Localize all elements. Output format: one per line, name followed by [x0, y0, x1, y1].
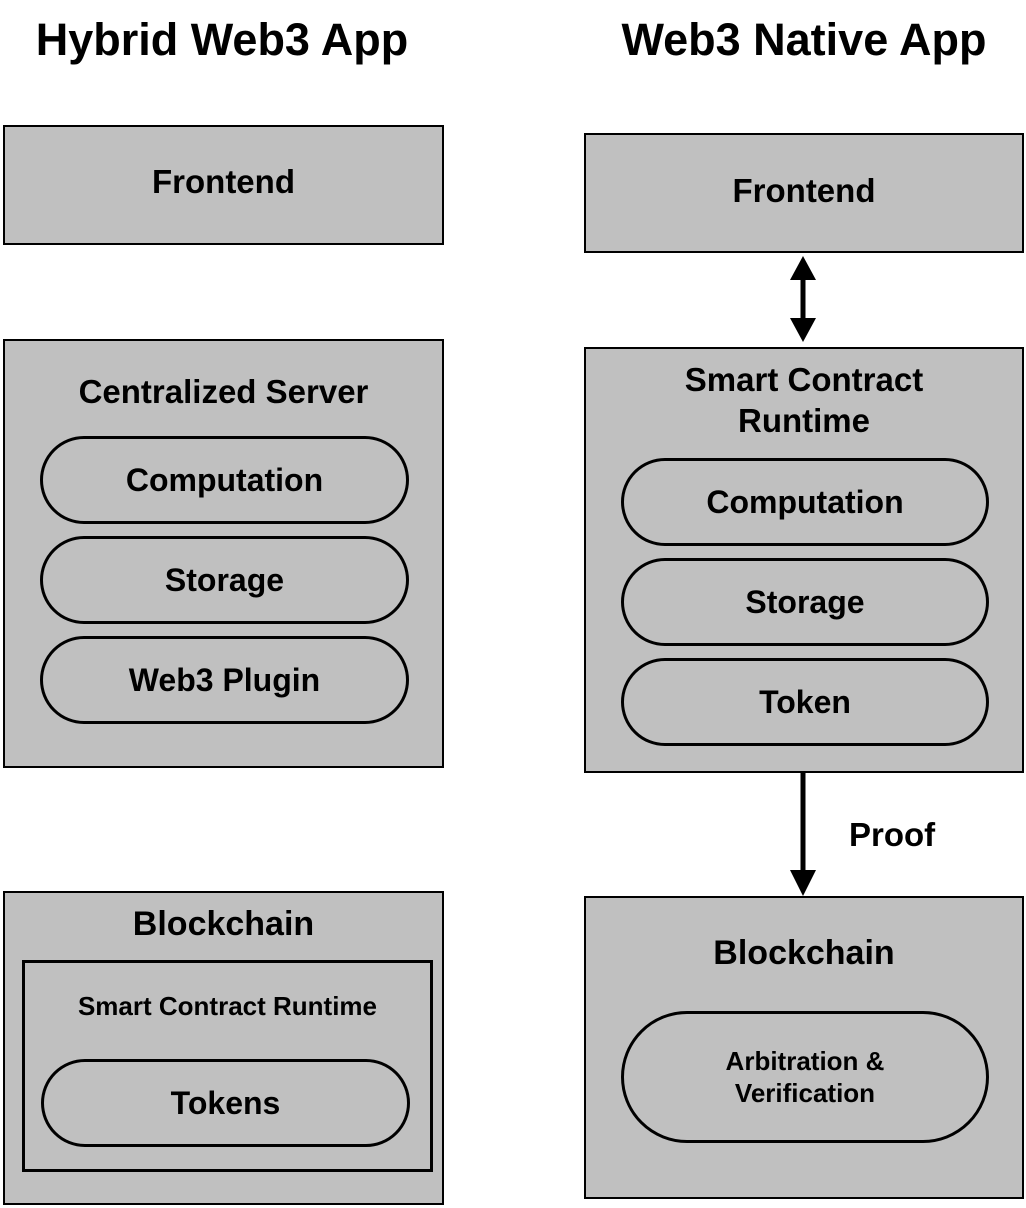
proof-label: Proof: [849, 816, 936, 853]
server-web3-plugin-pill: Web3 Plugin: [40, 636, 409, 724]
hybrid-blockchain-label: Blockchain: [132, 905, 315, 943]
native-runtime-label: Smart Contract Runtime: [684, 361, 924, 439]
runtime-blockchain-arrow: [790, 773, 816, 896]
frontend-runtime-double-arrow: [790, 256, 816, 342]
runtime-storage-pill: Storage: [621, 558, 989, 646]
centralized-server-label: Centralized Server: [78, 373, 369, 410]
native-blockchain-label: Blockchain: [713, 934, 895, 972]
runtime-token-pill: Token: [621, 658, 989, 746]
hybrid-title: Hybrid Web3 App: [35, 14, 409, 65]
arbitration-verification-pill: Arbitration & Verification: [621, 1011, 989, 1143]
native-title: Web3 Native App: [621, 14, 987, 65]
hybrid-frontend-label: Frontend: [152, 163, 295, 200]
centralized-server-box: Centralized Server Computation Storage W…: [3, 339, 444, 768]
native-frontend-box: Frontend: [584, 133, 1024, 253]
server-storage-pill: Storage: [40, 536, 409, 624]
server-computation-pill: Computation: [40, 436, 409, 524]
tokens-pill: Tokens: [41, 1059, 410, 1147]
hybrid-blockchain-box: Blockchain Smart Contract Runtime Tokens: [3, 891, 444, 1205]
hybrid-frontend-box: Frontend: [3, 125, 444, 245]
native-blockchain-box: Blockchain Arbitration & Verification: [584, 896, 1024, 1199]
runtime-computation-pill: Computation: [621, 458, 989, 546]
native-frontend-label: Frontend: [732, 172, 876, 209]
hybrid-runtime-box: Smart Contract Runtime Tokens: [22, 960, 433, 1172]
native-runtime-box: Smart Contract Runtime Computation Stora…: [584, 347, 1024, 773]
hybrid-runtime-label: Smart Contract Runtime: [77, 991, 378, 1021]
